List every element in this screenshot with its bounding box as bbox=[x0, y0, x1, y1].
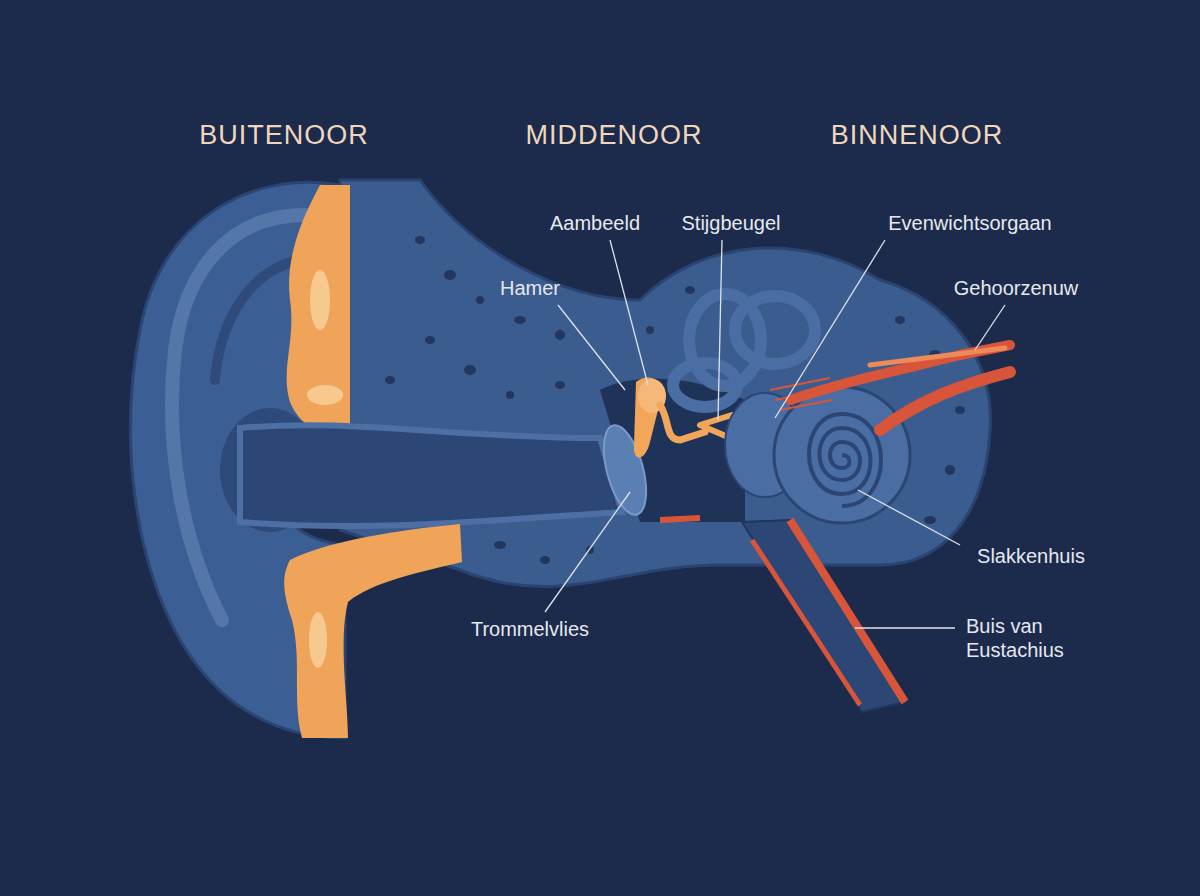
pore bbox=[555, 381, 565, 389]
part-label: Stijgbeugel bbox=[682, 211, 781, 235]
cartilage-highlight bbox=[310, 270, 330, 330]
leader-line bbox=[718, 240, 722, 420]
cartilage-highlight bbox=[307, 385, 343, 405]
pore bbox=[464, 365, 476, 375]
cochlear-nerve bbox=[880, 372, 1010, 430]
cochlea-spiral bbox=[809, 414, 881, 506]
part-label: Hamer bbox=[500, 276, 560, 300]
semicircular-canal bbox=[735, 296, 815, 364]
part-label: Trommelvlies bbox=[471, 617, 589, 641]
pore bbox=[540, 556, 550, 564]
antihelix bbox=[215, 260, 300, 380]
pore bbox=[444, 270, 456, 280]
pore bbox=[425, 336, 435, 344]
leader-lines bbox=[545, 240, 1005, 628]
pore bbox=[476, 296, 484, 304]
lower-cartilage bbox=[284, 524, 462, 738]
section-heading: MIDDENOOR bbox=[526, 119, 703, 151]
part-label: Aambeeld bbox=[550, 211, 640, 235]
pore bbox=[646, 326, 654, 334]
part-label: Slakkenhuis bbox=[977, 544, 1085, 568]
tube-wall bbox=[790, 520, 905, 702]
nerve-fibres bbox=[770, 378, 832, 410]
leader-line bbox=[610, 240, 648, 385]
pore bbox=[385, 376, 395, 384]
pore bbox=[555, 330, 565, 340]
pore bbox=[415, 236, 425, 244]
pore bbox=[506, 391, 514, 399]
leader-line bbox=[545, 492, 630, 612]
pore bbox=[955, 406, 965, 414]
leader-line bbox=[975, 305, 1005, 350]
part-label: Buis van Eustachius bbox=[966, 614, 1086, 662]
part-label: Evenwichtsorgaan bbox=[888, 211, 1051, 235]
leader-line bbox=[858, 490, 960, 545]
leader-line bbox=[558, 305, 625, 390]
section-heading: BUITENOOR bbox=[199, 119, 369, 151]
pore bbox=[514, 316, 526, 324]
section-heading: BINNENOOR bbox=[831, 119, 1004, 151]
upper-cartilage bbox=[287, 185, 350, 435]
ear-canal bbox=[240, 425, 622, 526]
pore bbox=[945, 465, 955, 475]
tendon bbox=[660, 518, 700, 520]
pore bbox=[685, 286, 695, 294]
pore bbox=[494, 541, 506, 549]
leader-line bbox=[775, 240, 885, 418]
nerve-highlight bbox=[870, 348, 1005, 365]
cartilage-highlight bbox=[309, 612, 327, 668]
leader-line bbox=[855, 627, 955, 628]
pore bbox=[895, 316, 905, 324]
tube-wall bbox=[752, 540, 860, 705]
part-label: Gehoorzenuw bbox=[954, 276, 1079, 300]
eustachian-tube bbox=[742, 520, 905, 712]
pore bbox=[924, 516, 936, 524]
semicircular-canal bbox=[673, 363, 737, 407]
